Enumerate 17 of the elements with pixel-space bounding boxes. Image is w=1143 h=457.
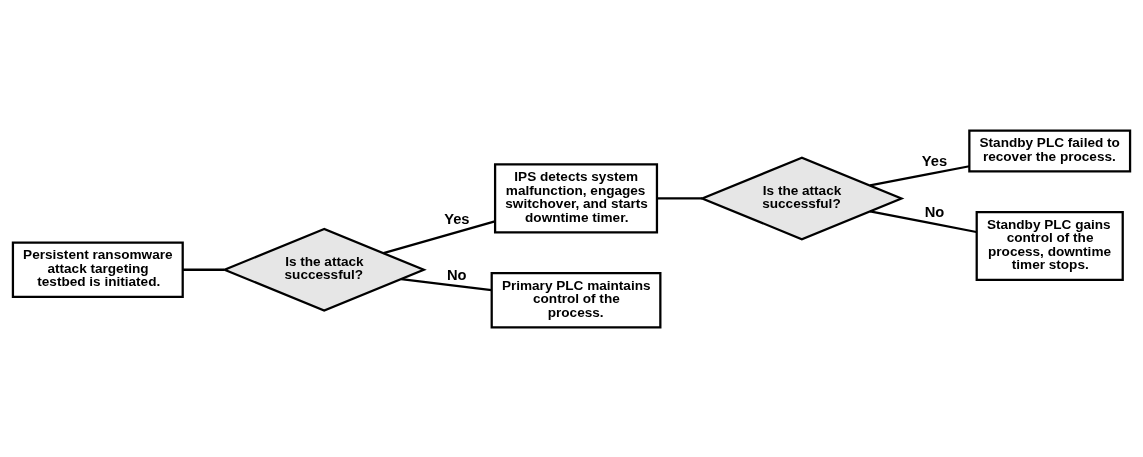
node-diamond: Is the attack successful? (699, 155, 905, 240)
node-box: Standby PLC failed to recover the process. (968, 128, 1132, 172)
edge-label: Yes (444, 210, 470, 227)
connector (401, 277, 492, 291)
connector (383, 219, 496, 254)
node-diamond: Is the attack successful? (221, 227, 427, 312)
node-box: IPS detects system malfunction, engages switchover, and starts downtime timer. (493, 162, 659, 234)
edge-label: No (446, 266, 467, 283)
connector (869, 209, 977, 233)
edge-label: Yes (921, 152, 948, 169)
connector (657, 196, 703, 200)
connector (182, 268, 225, 271)
connector (869, 164, 970, 187)
edge-label: No (924, 203, 945, 220)
node-box: Persistent ransomware attack targeting testbed is initiated. (11, 240, 184, 298)
node-box: Primary PLC maintains control of the process. (490, 271, 662, 329)
node-box: Standby PLC gains control of the process, downtime timer stops. (975, 210, 1124, 281)
